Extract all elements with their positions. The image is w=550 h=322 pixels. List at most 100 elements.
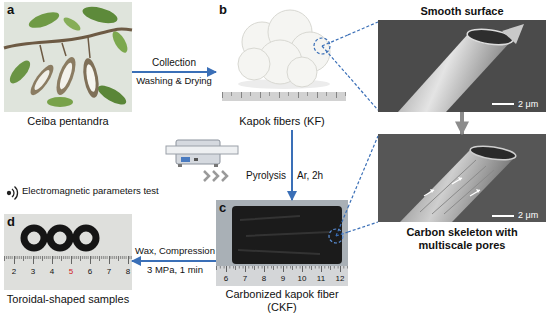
kapok-fiber-photo: [322, 35, 348, 46]
kapok-fiber-photo: [222, 92, 346, 101]
sem-image: [398, 34, 512, 112]
process-arrow: [291, 130, 293, 200]
edge-label: Collection: [134, 57, 214, 69]
panel-caption: Ceiba pentandra: [4, 115, 132, 128]
toroid-samples-photo: [24, 228, 44, 248]
sem-image: [430, 177, 480, 193]
carbon-fiber-photo: [238, 216, 330, 254]
photo-panel: bKapok fibers (KF): [216, 2, 348, 130]
tree-photo: [81, 4, 119, 27]
ruler-number: 6: [219, 274, 233, 283]
chevron-marks: [204, 171, 209, 181]
panel-caption: Carbonized kapok fiber (CKF): [216, 288, 348, 313]
signal-icon: [8, 187, 18, 200]
furnace-icon: [166, 146, 238, 154]
chevron-marks: [204, 171, 227, 181]
sem-image: [378, 20, 546, 112]
carbon-fiber-photo: [216, 200, 348, 286]
process-arrow: [132, 260, 216, 262]
ruler-number: 7: [238, 274, 252, 283]
furnace-icon: [181, 157, 190, 162]
tree-photo: [81, 57, 102, 99]
scale-bar-label: 2 μm: [518, 210, 538, 220]
tree-photo: [62, 15, 83, 33]
toroid-samples-photo: [4, 214, 132, 290]
kapok-fiber-photo: [222, 10, 348, 101]
kapok-fiber-photo: [287, 57, 317, 87]
carbon-fiber-photo: [232, 206, 342, 264]
ruler-number: 10: [295, 274, 309, 283]
edge-label: Pyrolysis: [232, 170, 286, 182]
ruler-number: 2: [7, 267, 21, 276]
photo-panel: cCarbonized kapok fiber (CKF): [216, 200, 348, 316]
sem-image: [424, 178, 480, 196]
carbon-fiber-photo: [329, 229, 343, 243]
tree-photo: [85, 64, 98, 93]
kapok-fiber-photo: [238, 10, 330, 87]
kapok-fiber-photo: [238, 48, 270, 80]
tree-photo: [32, 68, 51, 92]
carbon-fiber-photo: [216, 200, 348, 286]
edge-label: Wax, Compression: [132, 246, 218, 257]
ruler-number: 9: [276, 274, 290, 283]
tree-photo: [53, 55, 80, 97]
tree-photo: [4, 29, 132, 48]
sem-panel: 2 μmCarbon skeleton with multiscale pore…: [378, 134, 546, 253]
tree-photo: [6, 57, 33, 86]
panel-letter: a: [7, 3, 14, 18]
signal-icon: [15, 187, 18, 200]
tree-photo: [27, 62, 57, 98]
sem-image: [378, 20, 546, 112]
sem-image: [502, 24, 524, 44]
ruler-number: 8: [257, 274, 271, 283]
photo-panel: dToroidal-shaped samples: [4, 214, 132, 310]
tree-photo: [40, 37, 90, 62]
panel-caption: Toroidal-shaped samples: [4, 293, 132, 306]
test-label: Electromagnetic parameters test: [22, 186, 202, 197]
toroid-samples-photo: [50, 228, 70, 248]
panel-letter: b: [219, 3, 227, 18]
sem-panel: Smooth surface2 μm: [378, 2, 546, 112]
ruler-number: 7: [102, 267, 116, 276]
tree-photo: [57, 61, 74, 90]
furnace-icon: [214, 164, 218, 167]
ruler-number: 8: [121, 267, 135, 276]
kapok-fiber-photo: [322, 46, 348, 76]
sem-image: [420, 160, 494, 214]
sem-image: [469, 144, 516, 162]
toroid-samples-photo: [4, 256, 132, 265]
ruler-number: 12: [333, 274, 347, 283]
carbon-fiber-photo: [336, 207, 348, 236]
sem-image: [400, 150, 516, 222]
ruler-number: 11: [314, 274, 328, 283]
panel-caption: Smooth surface: [378, 5, 546, 18]
panel-caption: Kapok fibers (KF): [216, 115, 348, 128]
furnace-icon: [166, 140, 238, 167]
ruler-number: 3: [26, 267, 40, 276]
chevron-marks: [213, 171, 218, 181]
panel-letter: c: [219, 201, 226, 216]
process-arrow: [460, 112, 464, 134]
zoom-line: [348, 136, 378, 232]
signal-icon: [8, 192, 11, 195]
tree-photo: [53, 55, 80, 97]
process-arrow: [132, 71, 216, 73]
step-note: Ar, 2h: [297, 170, 341, 182]
ruler-number: 5: [64, 267, 78, 276]
zoom-line: [348, 22, 378, 110]
furnace-icon: [178, 164, 182, 167]
tree-photo: [47, 97, 73, 107]
tree-photo: [4, 2, 132, 112]
tree-photo: [27, 62, 57, 98]
furnace-icon: [194, 158, 198, 161]
toroid-samples-photo: [76, 228, 96, 248]
tree-photo: [27, 9, 61, 31]
step-note: Washing & Drying: [130, 76, 218, 87]
tree-photo: [4, 2, 132, 112]
panel-letter: d: [7, 215, 15, 230]
photo-panel: aCeiba pentandra: [4, 2, 132, 130]
signal-icon: [12, 189, 14, 197]
carbon-fiber-photo: [216, 266, 348, 286]
